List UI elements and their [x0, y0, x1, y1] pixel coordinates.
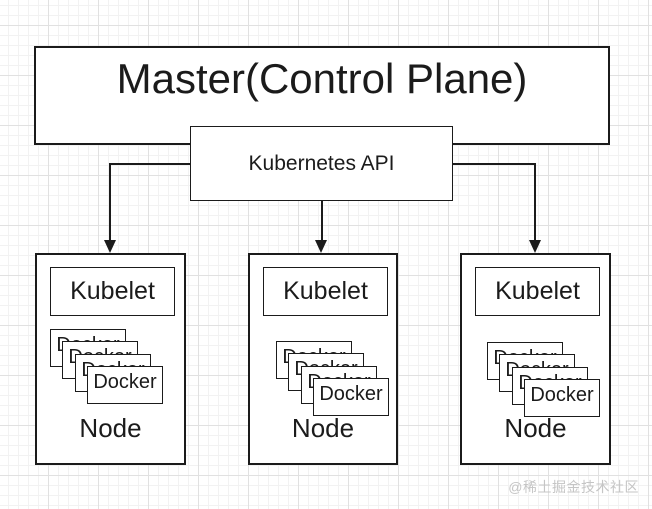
docker-box: Docker — [87, 366, 163, 404]
docker-stack: Docker Docker Docker Docker — [276, 341, 390, 417]
docker-label: Docker — [530, 384, 594, 406]
docker-box: Docker — [524, 379, 600, 417]
kubelet-label: Kubelet — [70, 277, 155, 305]
docker-box: Docker — [313, 378, 389, 416]
watermark-text: @稀土掘金技术社区 — [508, 479, 639, 495]
edge-api-to-node2-vertical — [321, 201, 323, 241]
node-label: Node — [504, 413, 567, 443]
kubelet-label: Kubelet — [495, 277, 580, 305]
node-box-1: Kubelet Docker Docker Docker Docker Node — [35, 253, 186, 465]
arrow-down-node1-icon — [104, 240, 116, 253]
kubernetes-api-box: Kubernetes API — [190, 126, 453, 201]
docker-label: Docker — [319, 383, 383, 405]
node-box-2: Kubelet Docker Docker Docker Docker Node — [248, 253, 398, 465]
kubelet-box: Kubelet — [475, 267, 600, 316]
kubelet-label: Kubelet — [283, 277, 368, 305]
edge-api-to-node3-horizontal — [453, 163, 535, 165]
master-control-plane-label: Master(Control Plane) — [116, 55, 528, 102]
arrow-down-node3-icon — [529, 240, 541, 253]
kubelet-box: Kubelet — [50, 267, 175, 316]
docker-label: Docker — [93, 371, 157, 393]
arrow-down-node2-icon — [315, 240, 327, 253]
edge-api-to-node3-vertical — [534, 163, 536, 241]
node-label: Node — [79, 413, 142, 443]
kubernetes-api-label: Kubernetes API — [248, 151, 395, 175]
node-box-3: Kubelet Docker Docker Docker Docker Node — [460, 253, 611, 465]
edge-api-to-node1-vertical — [109, 163, 111, 241]
docker-stack: Docker Docker Docker Docker — [487, 342, 601, 418]
kubelet-box: Kubelet — [263, 267, 388, 316]
edge-api-to-node1-horizontal — [110, 163, 190, 165]
node-label: Node — [291, 413, 355, 443]
docker-stack: Docker Docker Docker Docker — [50, 329, 164, 405]
